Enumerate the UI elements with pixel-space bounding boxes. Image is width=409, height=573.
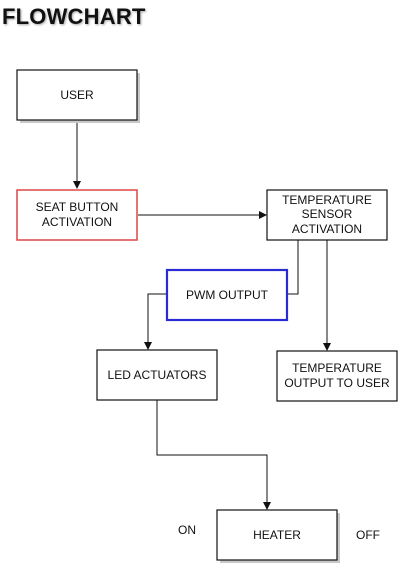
node-pwm-output-box	[165, 268, 289, 322]
node-seat-button-box	[16, 189, 138, 241]
node-heater-box	[216, 509, 338, 561]
node-temperature-sensor-label-line-1: TEMPERATURE	[282, 193, 372, 207]
edge-led-actuators-to-heater	[156, 400, 271, 510]
node-led-actuators-label: LED ACTUATORS	[108, 368, 207, 382]
node-pwm-output-label: PWM OUTPUT	[186, 288, 269, 302]
node-led-actuators: LED ACTUATORS	[96, 349, 218, 401]
node-temperature-sensor-box	[266, 189, 388, 241]
node-temperature-output-box	[276, 350, 398, 402]
node-led-actuators-box	[96, 349, 218, 401]
node-pwm-output: PWM OUTPUT	[165, 268, 289, 322]
node-heater-label: HEATER	[253, 528, 301, 542]
node-seat-button-label-line-1: SEAT BUTTON	[36, 200, 119, 214]
node-user-box	[16, 69, 138, 121]
node-temperature-output-label-line-2: OUTPUT TO USER	[284, 376, 390, 390]
node-user-label: USER	[60, 88, 94, 102]
node-temperature-output-to-user: TEMPERATURE OUTPUT TO USER	[276, 350, 398, 402]
node-temperature-sensor-label-line-2: SENSOR	[302, 207, 353, 221]
node-user: USER	[16, 69, 140, 123]
node-heater: HEATER	[216, 509, 340, 563]
node-temperature-sensor-label-line-3: ACTIVATION	[292, 222, 362, 236]
node-seat-button-label-line-2: ACTIVATION	[42, 215, 112, 229]
diagram-title: FLOWCHART	[2, 4, 146, 29]
off-label: OFF	[356, 528, 380, 542]
node-temperature-sensor-activation: TEMPERATURE SENSOR ACTIVATION	[266, 189, 388, 241]
node-temperature-output-label-line-1: TEMPERATURE	[292, 361, 382, 375]
node-seat-button-activation: SEAT BUTTON ACTIVATION	[16, 189, 138, 241]
on-label: ON	[178, 523, 196, 537]
